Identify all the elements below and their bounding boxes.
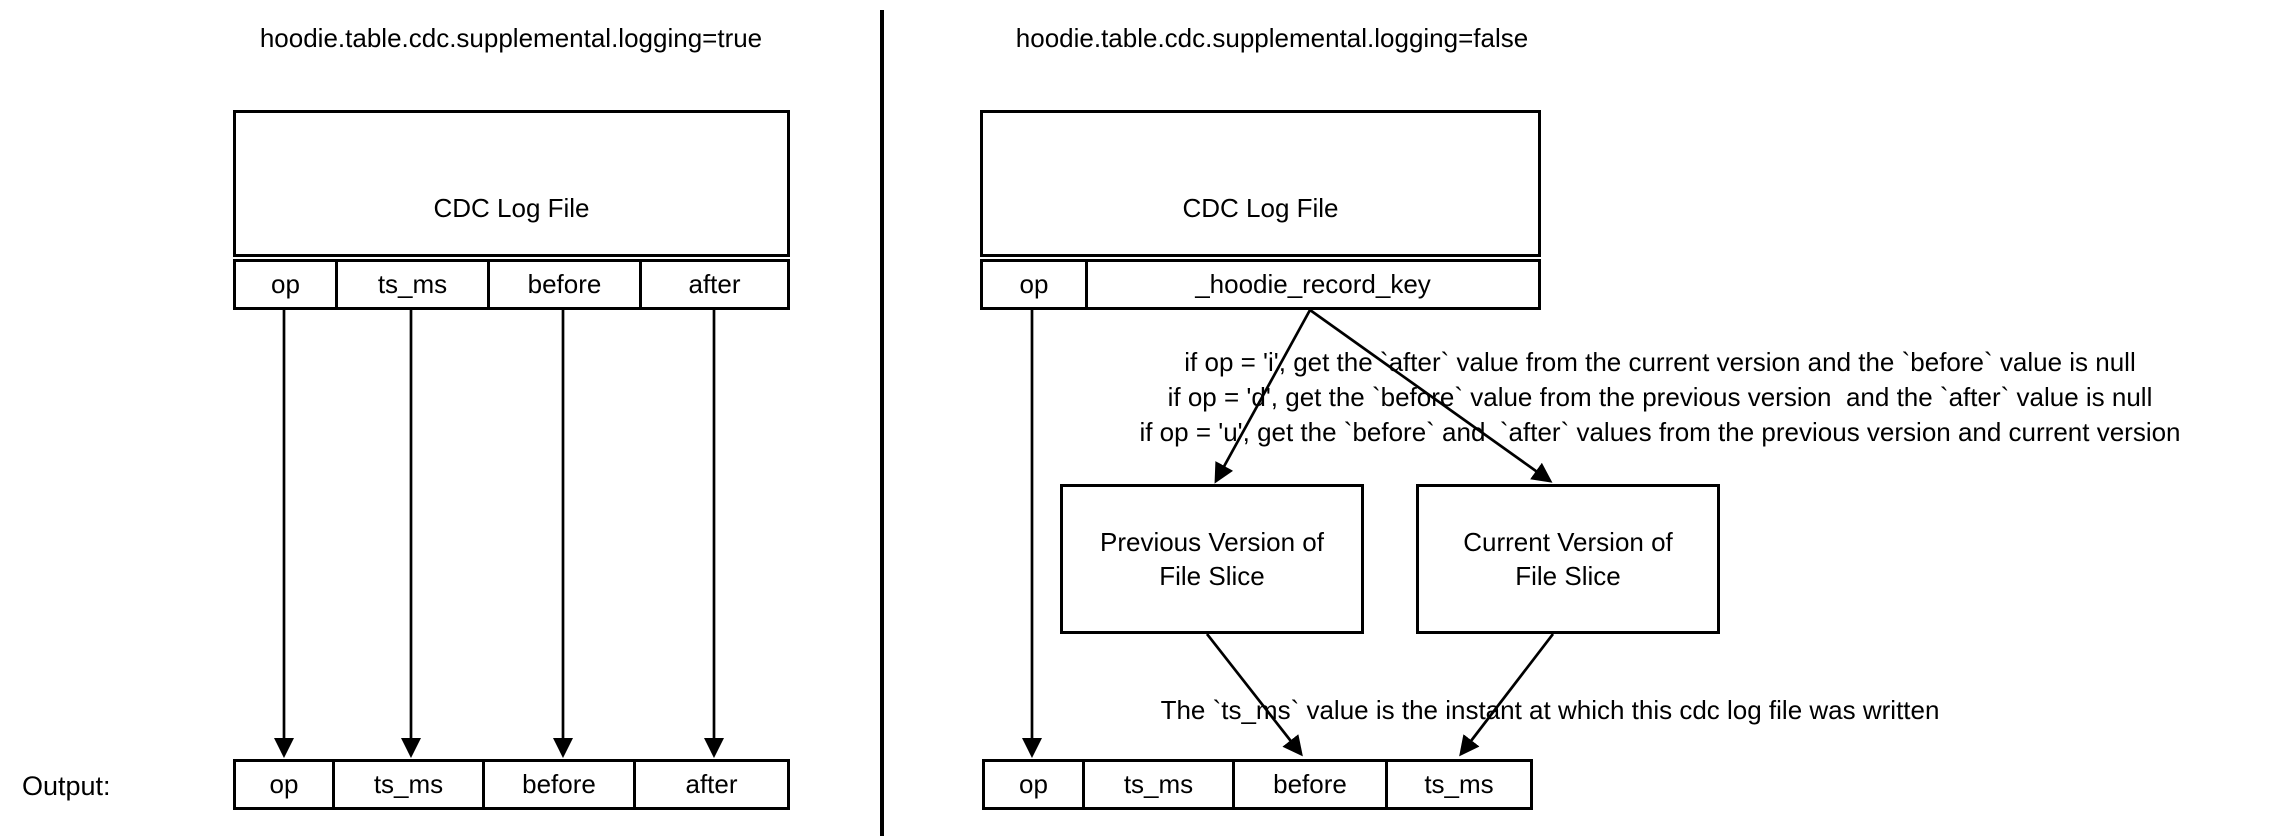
left-panel-title: hoodie.table.cdc.supplemental.logging=tr… bbox=[259, 23, 763, 53]
right-cdc-col-op: op bbox=[1019, 269, 1049, 299]
left-cdc-log-file-box: CDC Log File bbox=[233, 110, 790, 257]
right-cdc-log-file-label: CDC Log File bbox=[1182, 193, 1339, 223]
current-version-line1: Current Version of bbox=[1463, 527, 1673, 557]
right-output-col-ts-ms: ts_ms bbox=[1082, 762, 1232, 807]
left-output-col-after: after bbox=[633, 762, 787, 807]
previous-version-line1: Previous Version of bbox=[1099, 527, 1324, 557]
left-output-col-op: op bbox=[269, 769, 299, 799]
op-rules-text: if op = 'i', get the `after` value from … bbox=[1035, 345, 2278, 450]
right-panel-title: hoodie.table.cdc.supplemental.logging=fa… bbox=[1015, 23, 1529, 53]
right-output-col-op: op bbox=[1019, 769, 1048, 799]
right-output-col-before: before bbox=[1232, 762, 1385, 807]
right-output-col-ts-ms2: ts_ms bbox=[1385, 762, 1530, 807]
left-output-col-before: before bbox=[482, 762, 633, 807]
ts-ms-note: The `ts_ms` value is the instant at whic… bbox=[1160, 695, 1940, 725]
previous-version-line2: File Slice bbox=[1159, 561, 1265, 591]
op-rule-update: if op = 'u', get the `before` and `after… bbox=[1139, 417, 2181, 447]
right-cdc-columns-row: op _hoodie_record_key bbox=[980, 259, 1541, 310]
left-cdc-log-file-label: CDC Log File bbox=[433, 193, 590, 223]
current-version-line2: File Slice bbox=[1515, 561, 1621, 591]
right-cdc-log-file-box: CDC Log File bbox=[980, 110, 1541, 257]
right-cdc-col-record-key: _hoodie_record_key bbox=[1085, 262, 1538, 307]
left-cdc-col-after: after bbox=[639, 262, 787, 307]
left-output-label: Output: bbox=[22, 771, 111, 801]
left-cdc-columns-row: op ts_ms before after bbox=[233, 259, 790, 310]
right-output-row: op ts_ms before ts_ms bbox=[982, 759, 1533, 810]
left-output-row: op ts_ms before after bbox=[233, 759, 790, 810]
left-cdc-col-ts-ms: ts_ms bbox=[335, 262, 487, 307]
current-version-file-slice-box: Current Version of File Slice bbox=[1416, 484, 1720, 634]
left-cdc-col-before: before bbox=[487, 262, 639, 307]
previous-version-file-slice-box: Previous Version of File Slice bbox=[1060, 484, 1364, 634]
left-output-col-ts-ms: ts_ms bbox=[332, 762, 482, 807]
op-rule-insert: if op = 'i', get the `after` value from … bbox=[1184, 347, 2136, 377]
op-rule-delete: if op = 'd', get the `before` value from… bbox=[1167, 382, 2153, 412]
left-cdc-col-op: op bbox=[271, 269, 300, 299]
panel-divider-line bbox=[880, 10, 884, 836]
